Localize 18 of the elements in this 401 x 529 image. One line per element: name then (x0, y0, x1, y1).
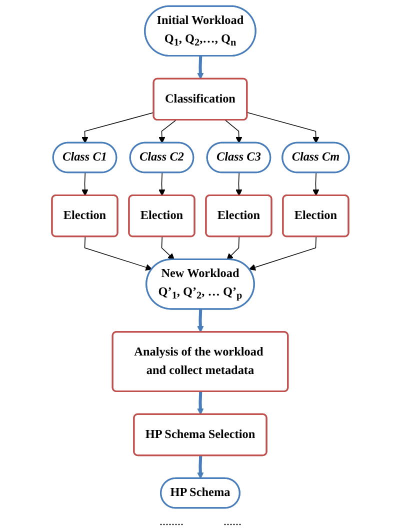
arrow (246, 112, 320, 144)
arrow (158, 120, 176, 144)
arrow (82, 172, 88, 196)
ellipsis-text: ...... (224, 514, 242, 529)
arrow (158, 172, 166, 196)
arrow (224, 120, 242, 144)
arrow (197, 392, 204, 415)
arrow (84, 236, 152, 271)
arrow (197, 456, 204, 479)
arrow (161, 236, 175, 260)
arrow (82, 112, 154, 144)
ellipsis-text: ........ (160, 514, 184, 529)
arrow (197, 56, 204, 80)
arrow (248, 236, 316, 271)
arrow (226, 236, 240, 260)
arrow (197, 309, 204, 333)
arrow (236, 172, 242, 196)
arrow (312, 172, 320, 196)
